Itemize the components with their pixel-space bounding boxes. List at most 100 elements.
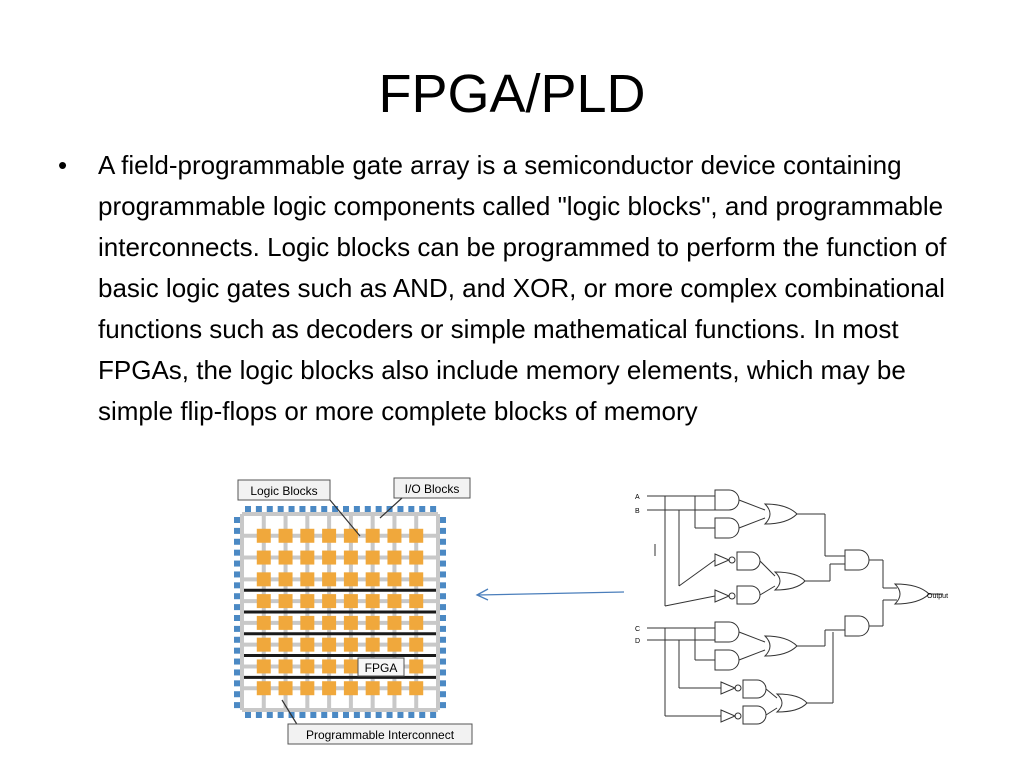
logic-block (278, 528, 293, 543)
logic-block (278, 637, 293, 652)
io-block (245, 506, 251, 512)
logic-block (365, 637, 380, 652)
slide-body: • A field-programmable gate array is a s… (58, 145, 988, 432)
logic-block (365, 550, 380, 565)
io-block (234, 647, 240, 654)
io-block (234, 538, 240, 545)
io-block (332, 506, 339, 512)
logic-block (278, 681, 293, 696)
left-arrow (475, 588, 625, 601)
io-block (234, 625, 240, 632)
io-block (321, 506, 328, 512)
logic-block (256, 594, 271, 609)
io-block (343, 506, 349, 512)
logic-block (300, 659, 315, 674)
logic-block (365, 528, 380, 543)
io-block (408, 712, 415, 718)
logic-block (387, 528, 402, 543)
io-block (440, 549, 446, 556)
io-block (234, 615, 240, 621)
io-block (440, 625, 446, 632)
fpga-label: FPGA (365, 661, 398, 675)
io-block (440, 517, 446, 523)
logic-block (300, 594, 315, 609)
output-label: Output (927, 593, 948, 600)
logic-block (343, 594, 358, 609)
io-block (440, 647, 446, 654)
logic-block (322, 637, 337, 652)
logic-block (278, 594, 293, 609)
io-block (234, 680, 240, 687)
io-block (419, 506, 426, 512)
logic-block (343, 659, 358, 674)
logic-block (409, 659, 424, 674)
io-block (332, 712, 339, 718)
logic-block (322, 659, 337, 674)
logic-block (256, 572, 271, 587)
logic-block (322, 594, 337, 609)
io-block (343, 712, 349, 718)
logic-block (256, 637, 271, 652)
io-block (440, 680, 446, 687)
logic-blocks-label: Logic Blocks (250, 484, 317, 498)
logic-block (300, 681, 315, 696)
logic-block (322, 615, 337, 630)
input-c-label: C (635, 626, 640, 633)
logic-block (256, 550, 271, 565)
logic-block (278, 572, 293, 587)
fpga-callout: FPGA (357, 657, 405, 677)
io-block (234, 560, 240, 567)
io-block (255, 712, 262, 718)
logic-block (322, 681, 337, 696)
io-block (321, 712, 328, 718)
io-block (375, 506, 382, 512)
io-block (440, 604, 446, 611)
logic-block (256, 681, 271, 696)
interconnect-label: Programmable Interconnect (306, 728, 455, 742)
io-block (440, 669, 446, 676)
io-blocks-callout: I/O Blocks (379, 477, 471, 519)
io-block (299, 712, 306, 718)
interconnect-callout: Programmable Interconnect (281, 699, 473, 745)
io-block (440, 560, 446, 567)
logic-block (409, 681, 424, 696)
io-block (397, 712, 404, 718)
io-block (234, 582, 240, 589)
io-block (234, 702, 240, 709)
io-block (440, 582, 446, 589)
logic-block (278, 615, 293, 630)
io-block (440, 636, 446, 643)
io-block (440, 615, 446, 621)
io-block (364, 712, 371, 718)
logic-block (387, 681, 402, 696)
logic-block (300, 637, 315, 652)
io-block (364, 506, 371, 512)
logic-block (256, 528, 271, 543)
logic-block (409, 594, 424, 609)
io-block (440, 571, 446, 578)
io-block (440, 527, 446, 534)
logic-block (387, 572, 402, 587)
io-block (397, 506, 404, 512)
bullet-item: • A field-programmable gate array is a s… (58, 145, 988, 432)
fpga-grid (234, 506, 446, 718)
io-block (440, 538, 446, 545)
io-block (353, 712, 360, 718)
io-block (419, 712, 426, 718)
logic-block (322, 528, 337, 543)
io-block (234, 593, 240, 600)
logic-circuit-figure: A B C D Output (635, 489, 948, 725)
fpga-architecture-figure: Logic Blocks I/O Blocks FPGA Programmabl… (234, 477, 473, 745)
bullet-text: A field-programmable gate array is a sem… (98, 150, 947, 426)
input-a-label: A (635, 494, 640, 501)
logic-block (387, 550, 402, 565)
input-b-label: B (635, 508, 640, 515)
logic-block (300, 572, 315, 587)
io-block (234, 571, 240, 578)
io-block (440, 658, 446, 665)
logic-block (343, 550, 358, 565)
io-block (277, 712, 284, 718)
io-block (234, 527, 240, 534)
logic-block (387, 637, 402, 652)
logic-block (256, 659, 271, 674)
